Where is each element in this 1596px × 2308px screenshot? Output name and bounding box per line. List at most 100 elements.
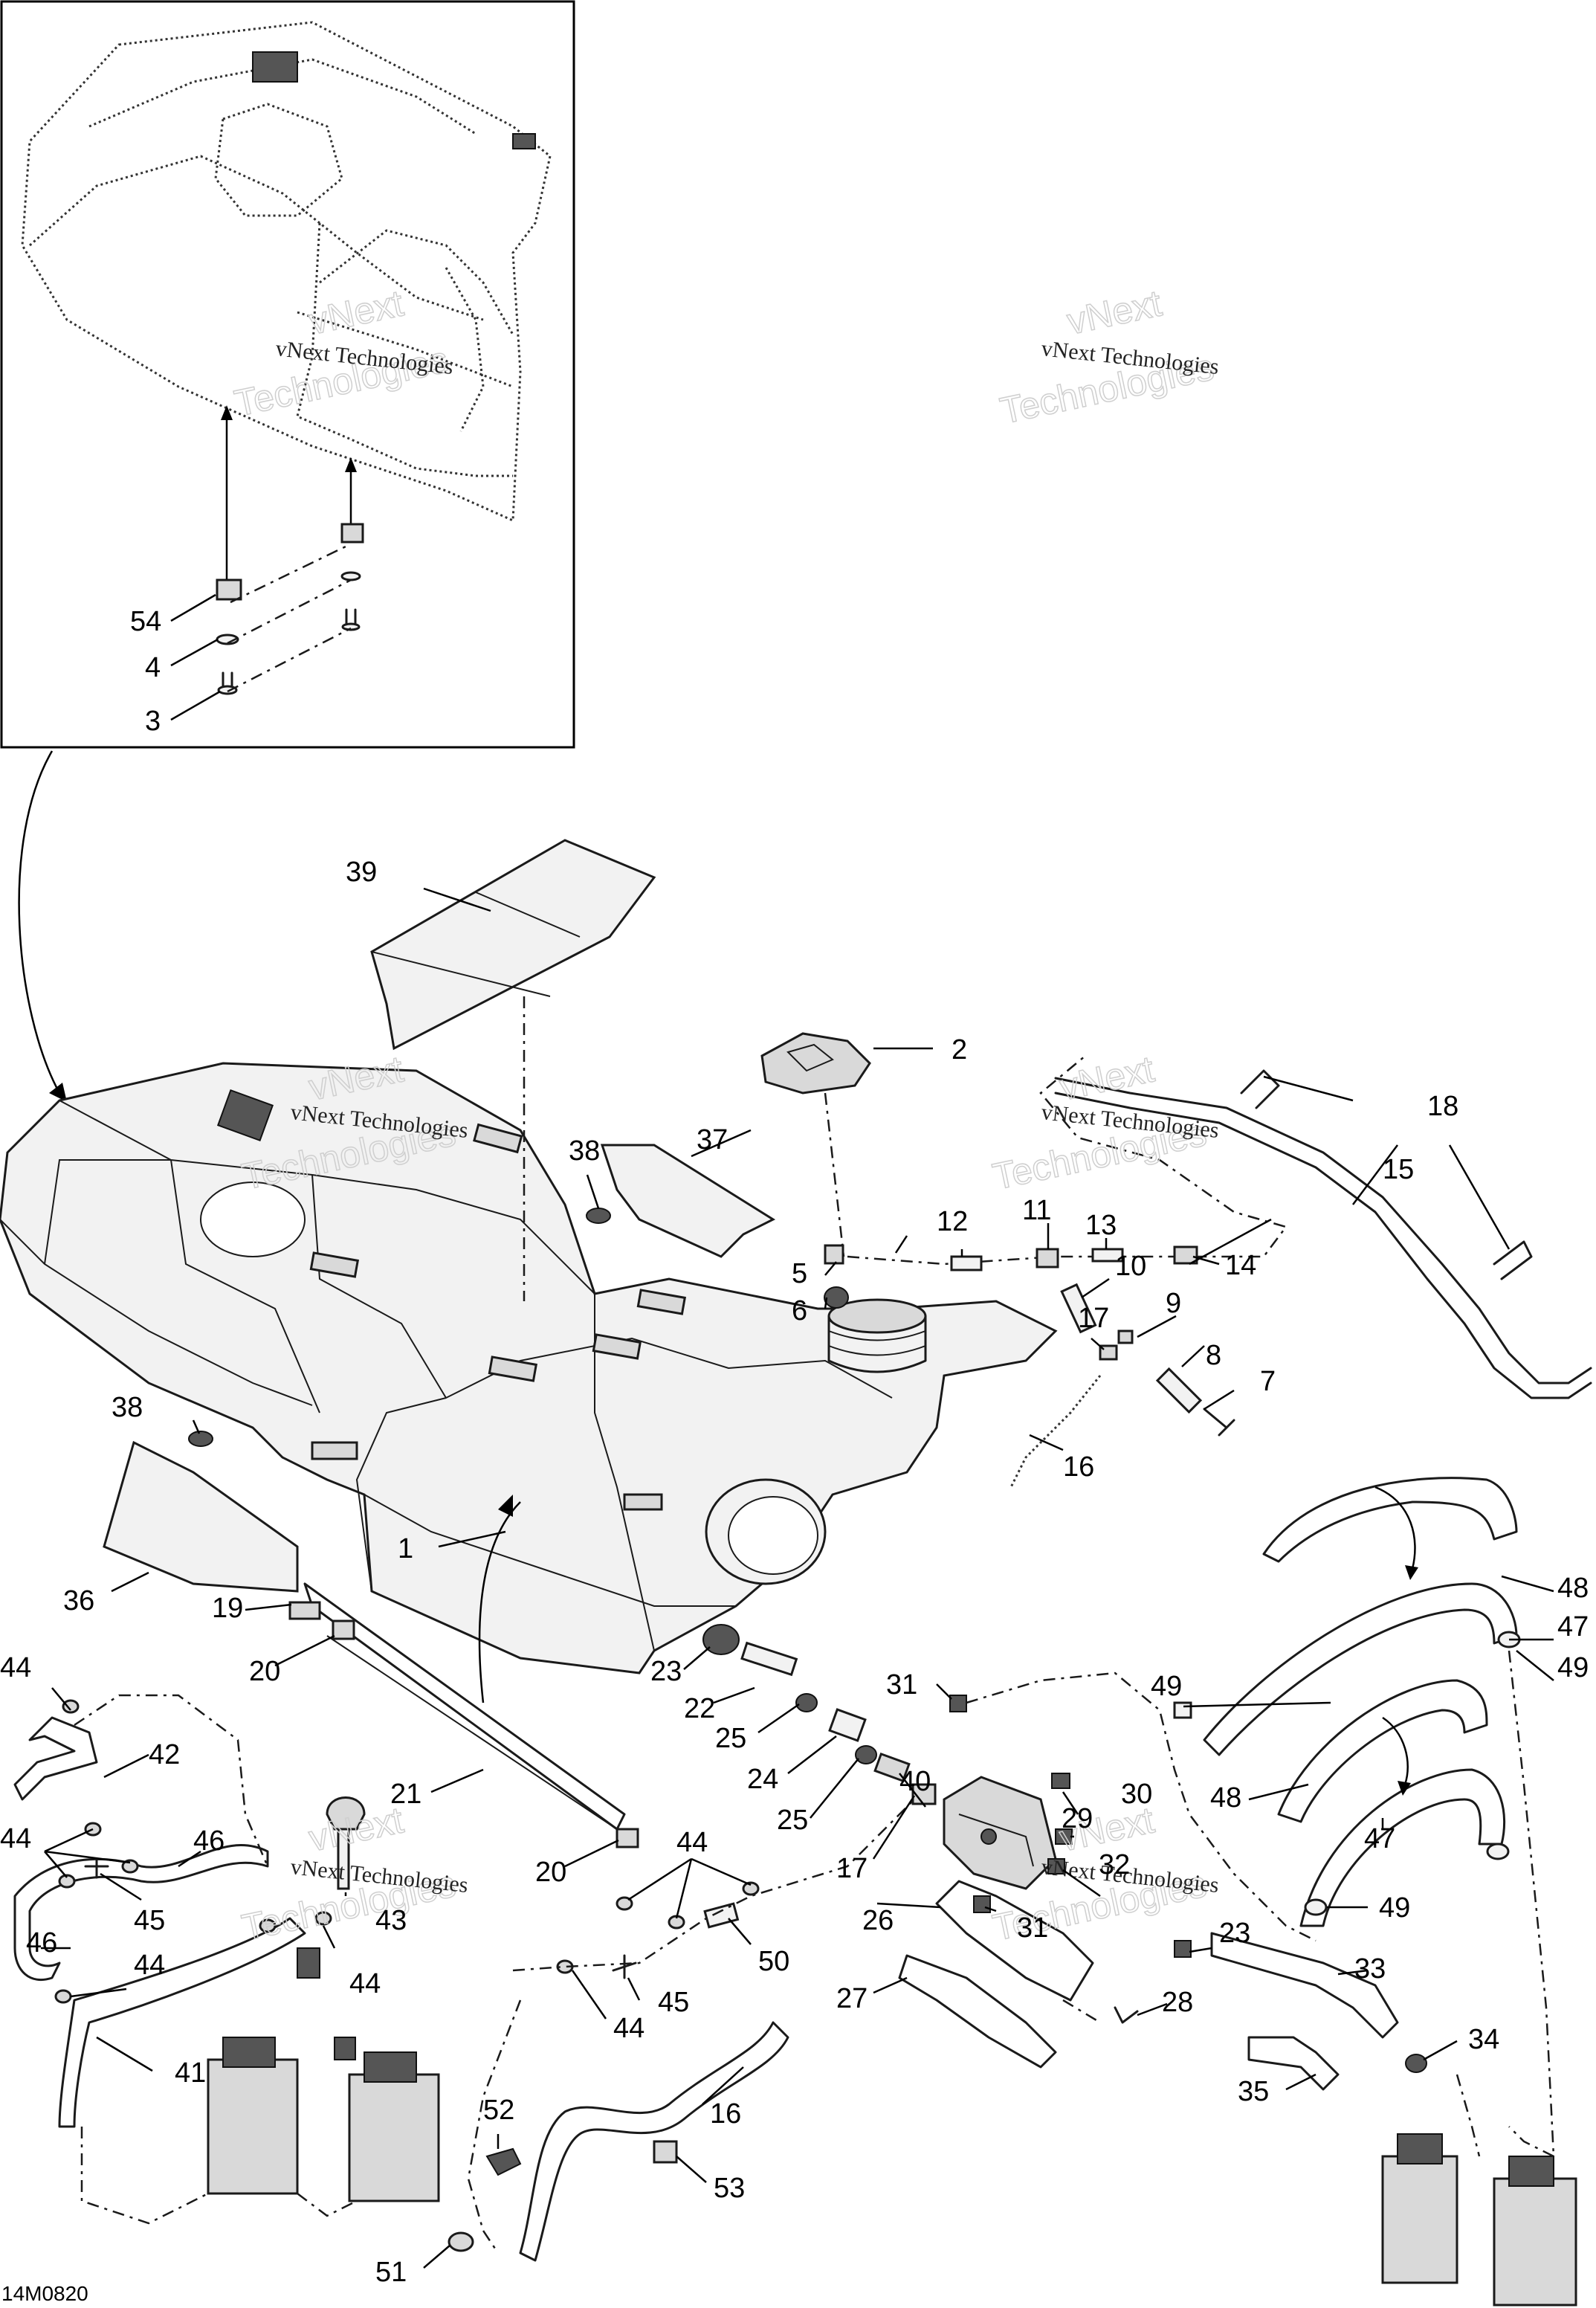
callout-23-left: 23 xyxy=(650,1656,682,1687)
grommet-38-upper xyxy=(586,1208,611,1224)
callout-19: 19 xyxy=(212,1593,243,1624)
callout-18: 18 xyxy=(1427,1091,1458,1122)
callout-20-upper: 20 xyxy=(249,1656,280,1687)
fuel-tank xyxy=(0,1062,1058,1674)
heat-shield-36 xyxy=(103,1440,299,1593)
callout-20-lower: 20 xyxy=(535,1857,566,1888)
clamp-44-h xyxy=(616,1896,633,1911)
clamp-44-c xyxy=(58,1874,76,1889)
callout-26: 26 xyxy=(862,1905,894,1936)
callout-17-lower: 17 xyxy=(836,1853,868,1884)
clamp-44-a xyxy=(62,1699,80,1714)
fitting-22 xyxy=(740,1641,798,1677)
callout-16-lower: 16 xyxy=(710,2098,741,2130)
callout-47-lower: 47 xyxy=(1364,1823,1395,1854)
inset-vent-grille xyxy=(252,51,298,83)
callout-45-left: 45 xyxy=(134,1905,165,1936)
callout-31-lower: 31 xyxy=(1017,1912,1048,1944)
callout-3: 3 xyxy=(145,706,161,737)
callout-13: 13 xyxy=(1085,1210,1117,1241)
tie-28 xyxy=(1114,2006,1139,2024)
clamp-44-g xyxy=(314,1911,332,1926)
tee-fitting-11 xyxy=(1036,1248,1059,1269)
hose-8 xyxy=(1155,1367,1203,1414)
callout-22: 22 xyxy=(684,1693,715,1724)
callout-40: 40 xyxy=(899,1766,931,1797)
pulse-hose-27 xyxy=(898,1954,1057,2069)
fitting-9 xyxy=(1117,1329,1134,1344)
vent-hose-12 xyxy=(950,1255,983,1271)
grommet-53 xyxy=(653,2140,678,2164)
callout-48-lower: 48 xyxy=(1210,1782,1241,1814)
callout-15: 15 xyxy=(1383,1154,1414,1185)
callout-25-lower: 25 xyxy=(777,1805,808,1836)
elbow-fitting-5 xyxy=(824,1244,844,1265)
inset-pointer-arrow xyxy=(18,750,61,1094)
diagram-code: 14M0820 xyxy=(1,2282,88,2305)
callout-49-lower: 49 xyxy=(1379,1892,1410,1924)
clamp-23-right xyxy=(1174,1940,1192,1958)
fuel-hose-33 xyxy=(1210,1932,1399,2039)
fuel-cap xyxy=(760,1032,871,1257)
hose-48-lower xyxy=(1277,1679,1488,1823)
clamp-44-d xyxy=(121,1859,139,1874)
hose-47-upper xyxy=(1203,1582,1518,1756)
callout-46-upper: 46 xyxy=(193,1825,224,1857)
callout-12: 12 xyxy=(937,1206,968,1237)
screw-30 xyxy=(1051,1773,1070,1789)
callout-49-upper: 49 xyxy=(1557,1652,1589,1683)
callout-37: 37 xyxy=(697,1124,728,1155)
carburetors-right xyxy=(1381,2074,1577,2307)
clamp-25-upper xyxy=(795,1693,818,1712)
hose-50 xyxy=(703,1902,740,1929)
inset-frame xyxy=(0,0,575,749)
callout-14: 14 xyxy=(1225,1250,1256,1281)
callout-46-lower: 46 xyxy=(26,1927,57,1959)
callout-50: 50 xyxy=(758,1946,789,1977)
tank-protector-39 xyxy=(370,839,656,1301)
fitting-19 xyxy=(288,1601,321,1620)
nut-31-lower xyxy=(973,1895,991,1913)
callout-44-right: 44 xyxy=(349,1968,381,1999)
grommet-38-lower xyxy=(188,1431,213,1447)
callout-11: 11 xyxy=(1022,1195,1051,1226)
callout-7: 7 xyxy=(1260,1366,1276,1397)
pulse-hose-26 xyxy=(935,1880,1094,2002)
hose-42 xyxy=(13,1716,98,1801)
callout-44-top: 44 xyxy=(0,1652,31,1683)
callout-25-upper: 25 xyxy=(715,1723,746,1754)
callout-29: 29 xyxy=(1062,1803,1093,1834)
callout-16-upper: 16 xyxy=(1063,1451,1094,1483)
callout-41: 41 xyxy=(175,2057,206,2089)
callout-4: 4 xyxy=(145,652,161,683)
tie-18-upper xyxy=(1240,1069,1280,1109)
leader-lines xyxy=(41,887,1554,2269)
callout-24: 24 xyxy=(747,1764,778,1795)
svg-text:vNext: vNext xyxy=(1056,1048,1158,1108)
callout-38-lower: 38 xyxy=(112,1392,143,1423)
callout-51: 51 xyxy=(375,2257,407,2288)
overflow-hose-15 xyxy=(1054,1077,1592,1385)
grommet-51 xyxy=(448,2231,474,2252)
tee-45-center xyxy=(612,1954,637,1979)
callout-54: 54 xyxy=(130,606,161,637)
clamp-49-right xyxy=(1486,1843,1510,1860)
callout-9: 9 xyxy=(1166,1288,1181,1319)
hose-10 xyxy=(1060,1283,1097,1334)
watermark-mid-right: vNext Technologies vNext Technologies xyxy=(989,1048,1220,1199)
callout-34: 34 xyxy=(1468,2024,1499,2055)
fuel-pump-assembly xyxy=(943,1695,1073,1913)
fuel-hose-35 xyxy=(1247,2036,1340,2091)
callout-32: 32 xyxy=(1099,1849,1130,1880)
callout-2: 2 xyxy=(952,1034,967,1066)
hose-48-upper xyxy=(1262,1477,1518,1563)
callout-31-upper: 31 xyxy=(886,1669,917,1701)
clamp-44-f xyxy=(259,1918,277,1933)
callout-6: 6 xyxy=(792,1295,807,1327)
callout-42: 42 xyxy=(149,1739,180,1770)
callout-1: 1 xyxy=(398,1533,413,1564)
callout-52: 52 xyxy=(483,2095,514,2126)
grommet-6 xyxy=(824,1286,849,1309)
carburetors-left xyxy=(207,1947,440,2202)
svg-text:vNext: vNext xyxy=(1064,282,1166,342)
